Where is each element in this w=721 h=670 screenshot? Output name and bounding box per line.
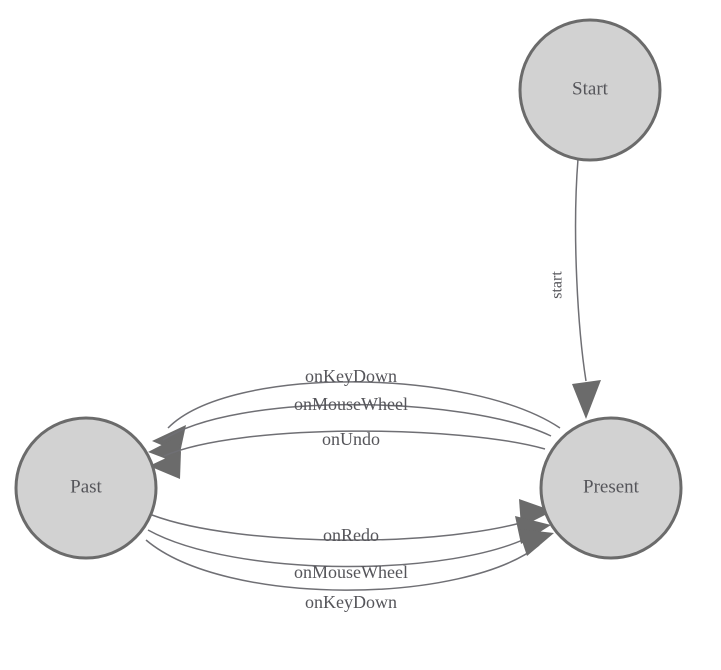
node-present-label: Present xyxy=(583,476,640,497)
node-past[interactable]: Past xyxy=(14,416,158,560)
node-past-circle xyxy=(14,416,158,560)
edge-start[interactable]: start xyxy=(549,158,601,419)
node-start-label: Start xyxy=(572,78,609,99)
edge-onkeydown-down-path xyxy=(145,539,540,591)
edge-onredo-label: onRedo xyxy=(323,525,379,545)
edge-onmousewheel-down-label: onMouseWheel xyxy=(294,562,408,582)
edge-onmousewheel-up-path xyxy=(162,403,552,441)
edge-onmousewheel-up-label: onMouseWheel xyxy=(294,394,408,414)
edge-start-arrowhead xyxy=(572,380,601,419)
node-present[interactable]: Present xyxy=(539,416,683,560)
node-present-circle xyxy=(539,416,683,560)
edge-start-path xyxy=(574,158,587,382)
node-start-circle xyxy=(518,18,662,162)
edge-onkeydown-up-label: onKeyDown xyxy=(305,366,397,386)
edge-onundo-arrowhead xyxy=(149,451,181,479)
node-past-label: Past xyxy=(70,476,102,497)
edge-onkeydown-down[interactable]: onKeyDown xyxy=(145,529,554,612)
node-start[interactable]: Start xyxy=(518,18,662,162)
edge-onredo-path xyxy=(151,514,538,541)
edge-onmousewheel-down-path xyxy=(147,529,536,568)
edge-start-label: start xyxy=(549,271,566,299)
edge-onkeydown-up-path xyxy=(167,381,561,429)
edge-onundo-path xyxy=(163,430,546,457)
edge-onkeydown-down-arrowhead xyxy=(518,529,554,556)
edge-onundo[interactable]: onUndo xyxy=(149,429,546,479)
edge-onredo[interactable]: onRedo xyxy=(151,499,553,545)
edge-onundo-label: onUndo xyxy=(322,429,380,449)
edge-onkeydown-down-label: onKeyDown xyxy=(305,592,397,612)
